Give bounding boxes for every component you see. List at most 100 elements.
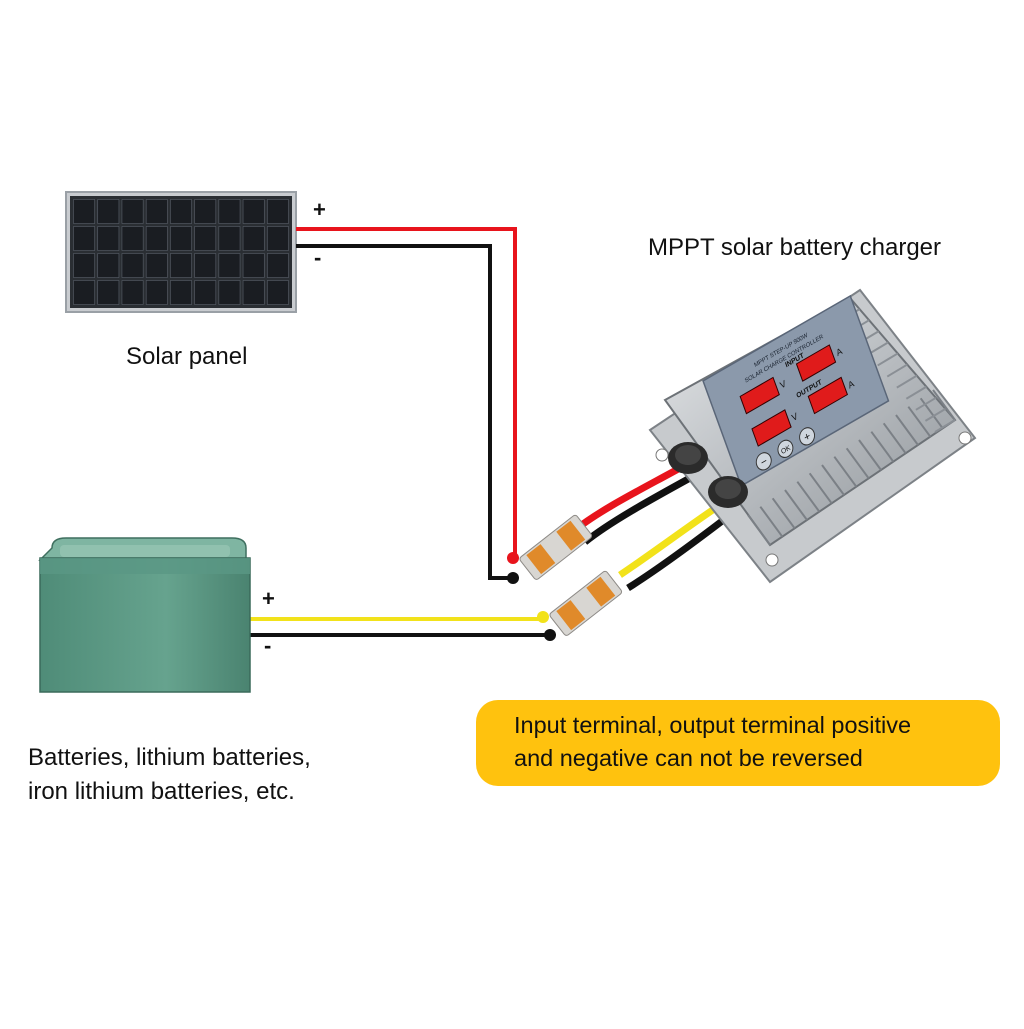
- cable-gland-input: [668, 442, 708, 474]
- heatsink-fin: [747, 514, 771, 546]
- battery-label-line2: iron lithium batteries, etc.: [28, 778, 295, 805]
- output-current-display: [807, 376, 849, 415]
- mppt-controller: MPPT STEP-UP 900W SOLAR CHARGE CONTROLLE…: [648, 288, 977, 584]
- plus-button-label: +: [803, 430, 813, 445]
- solar-cell: [121, 226, 144, 251]
- battery-negative-sign: -: [264, 633, 272, 658]
- heatsink-fin: [932, 389, 956, 421]
- battery-wires: [246, 611, 556, 641]
- solar-panel: [65, 191, 297, 313]
- plus-button[interactable]: +: [797, 425, 816, 448]
- solar-cell: [145, 199, 168, 224]
- heatsink-fin: [934, 419, 956, 433]
- solar-cell: [194, 280, 217, 305]
- mount-hole: [655, 448, 669, 462]
- minus-button-label: −: [759, 455, 769, 470]
- solar-cell: [121, 280, 144, 305]
- heatsink-fin: [896, 374, 918, 389]
- heatsink-fin: [905, 385, 927, 400]
- heatsink-fin: [759, 506, 784, 538]
- solar-cell: [218, 226, 241, 251]
- mount-hole: [765, 553, 779, 567]
- solar-cell: [170, 226, 192, 251]
- solar-cell: [266, 280, 289, 305]
- solar-cell: [194, 253, 217, 278]
- solar-cell: [218, 280, 241, 305]
- battery-label-line1: Batteries, lithium batteries,: [28, 744, 311, 771]
- panel-positive-sign: +: [313, 197, 326, 222]
- solar-cell: [170, 199, 192, 224]
- heatsink-fin: [833, 456, 858, 488]
- heatsink-fin: [907, 406, 932, 438]
- device-cables: [572, 464, 733, 591]
- panel-negative-wire: [296, 244, 518, 580]
- panel-negative-joint: [507, 572, 519, 584]
- solar-cell: [242, 226, 265, 251]
- heatsink-fin: [924, 408, 946, 422]
- solar-cell: [194, 199, 217, 224]
- solar-cell: [194, 226, 217, 251]
- heatsink-fin: [771, 497, 796, 529]
- input-voltage-display: [739, 376, 780, 415]
- input-current-unit: A: [835, 345, 844, 358]
- solar-cell: [97, 253, 120, 278]
- solar-cell: [145, 226, 168, 251]
- solar-panel-label: Solar panel: [126, 343, 248, 370]
- heatsink-fin: [796, 481, 821, 513]
- solar-cell: [266, 253, 289, 278]
- input-connector: [519, 514, 593, 580]
- battery: [38, 537, 251, 693]
- heatsink-fin: [919, 397, 944, 429]
- heatsink-fin: [858, 439, 882, 471]
- solar-cell: [145, 253, 168, 278]
- solar-cell: [73, 199, 96, 224]
- ok-button[interactable]: OK: [776, 437, 795, 460]
- solar-cell: [97, 199, 120, 224]
- output-connector: [549, 570, 623, 636]
- solar-cell: [73, 253, 96, 278]
- solar-cell: [97, 226, 120, 251]
- heatsink-fin: [808, 472, 833, 504]
- ok-button-label: OK: [780, 444, 791, 456]
- panel-negative-sign: -: [314, 245, 322, 270]
- input-voltage-unit: V: [779, 378, 788, 390]
- solar-cells: [73, 199, 289, 305]
- warning-callout: Input terminal, output terminal positive…: [476, 700, 1000, 786]
- minus-button[interactable]: −: [754, 450, 773, 473]
- warning-line2: and negative can not be reversed: [514, 745, 863, 771]
- control-face: MPPT STEP-UP 900W SOLAR CHARGE CONTROLLE…: [702, 294, 890, 487]
- solar-cell: [121, 253, 144, 278]
- solar-cell: [145, 280, 168, 305]
- solar-cell: [242, 280, 265, 305]
- panel-positive-joint: [507, 552, 519, 564]
- battery-negative-joint: [544, 629, 556, 641]
- panel-wires: [296, 227, 519, 584]
- solar-cell: [170, 280, 192, 305]
- heatsink-fin: [877, 352, 899, 367]
- panel-positive-wire: [296, 227, 517, 560]
- solar-cell: [73, 280, 96, 305]
- cable-gland-output: [708, 476, 748, 508]
- warning-line1: Input terminal, output terminal positive: [514, 712, 912, 738]
- solar-cell: [218, 199, 241, 224]
- solar-cell: [170, 253, 192, 278]
- heatsink-fin: [895, 414, 919, 446]
- solar-cell: [266, 226, 289, 251]
- heatsink-fin: [882, 422, 907, 454]
- heatsink-fin: [870, 431, 895, 463]
- mppt-charger-label: MPPT solar battery charger: [648, 234, 942, 261]
- battery-positive-sign: +: [262, 586, 275, 611]
- input-current-display: [795, 344, 837, 382]
- heatsink-fins: [747, 297, 956, 546]
- heatsink-fin: [886, 363, 908, 378]
- solar-cell: [266, 199, 289, 224]
- solar-cell: [242, 199, 265, 224]
- warning-text: Input terminal, output terminal positive…: [514, 709, 990, 775]
- solar-cell: [121, 199, 144, 224]
- heatsink-fin: [915, 396, 937, 411]
- battery-label: Batteries, lithium batteries, iron lithi…: [28, 741, 311, 809]
- solar-cell: [73, 226, 96, 251]
- mount-hole: [958, 431, 972, 445]
